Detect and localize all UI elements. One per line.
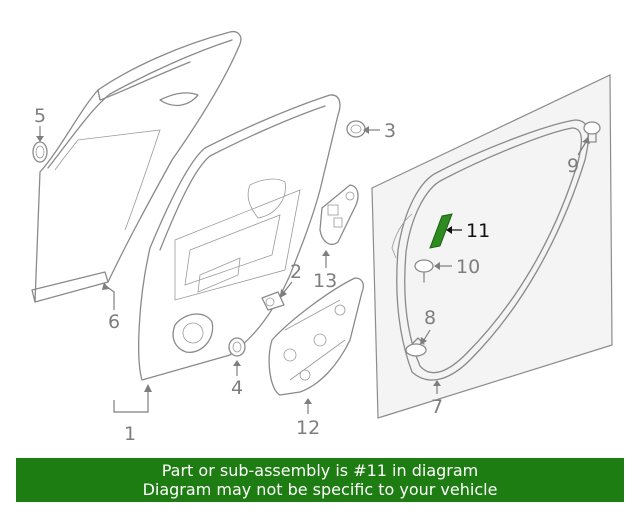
grommet-part-5 — [32, 141, 48, 163]
callout-12: 12 — [296, 417, 320, 439]
callout-11: 11 — [466, 220, 490, 242]
callout-3: 3 — [384, 120, 396, 142]
clip-part-10 — [414, 259, 434, 283]
plug-part-4 — [228, 337, 246, 357]
clip-part-2 — [261, 291, 285, 311]
callout-13: 13 — [313, 270, 337, 292]
callout-6: 6 — [108, 311, 120, 333]
highlighted-part-11 — [429, 213, 453, 249]
callout-7: 7 — [431, 396, 443, 418]
door-inner-frame — [138, 94, 341, 381]
banner-line-2: Diagram may not be specific to your vehi… — [142, 480, 498, 499]
callout-4: 4 — [231, 377, 243, 399]
parts-diagram: 5 3 9 11 10 13 2 8 6 4 12 7 1 — [31, 30, 613, 445]
callout-9: 9 — [567, 155, 579, 177]
callout-8: 8 — [424, 307, 436, 329]
callout-2: 2 — [290, 261, 302, 283]
clip-part-9 — [583, 121, 601, 143]
weatherstrip-part-7 — [391, 119, 589, 381]
leader-lines — [36, 126, 590, 414]
module-part-12 — [268, 277, 364, 396]
callout-labels: 5 3 9 11 10 13 2 8 6 4 12 7 1 — [34, 105, 579, 445]
body-opening-panel — [371, 74, 613, 419]
door-outer-panel — [31, 30, 242, 303]
info-banner: Part or sub-assembly is #11 in diagram D… — [16, 458, 624, 502]
banner-line-1: Part or sub-assembly is #11 in diagram — [161, 461, 479, 480]
plug-part-3 — [346, 120, 366, 138]
callout-1: 1 — [124, 423, 136, 445]
bracket-part-13 — [319, 184, 359, 245]
callout-5: 5 — [34, 105, 46, 127]
callout-10: 10 — [456, 256, 480, 278]
